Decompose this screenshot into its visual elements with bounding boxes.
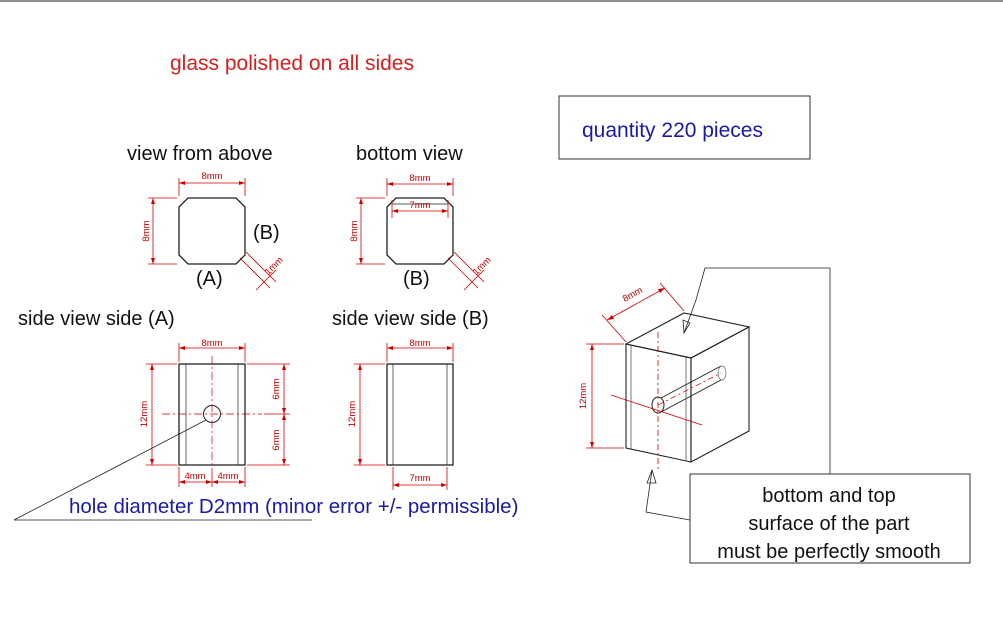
bottom-view-height-dim: 8mm [349, 220, 360, 241]
side-view-b-label: side view side (B) [332, 308, 489, 330]
surface-note-line-3: must be perfectly smooth [717, 541, 940, 563]
top-view-width-dim: 8mm [201, 171, 222, 182]
side-b-bottom-dim: 7mm [409, 473, 430, 484]
view-from-above-label: view from above [127, 143, 273, 165]
side-view-a-label: side view side (A) [18, 308, 175, 330]
top-view-label-b: (B) [253, 222, 280, 244]
side-b-height-dim: 12mm [347, 401, 358, 427]
iso-width-dim: 8mm [621, 285, 645, 305]
side-a-width-dim: 8mm [201, 338, 222, 349]
side-a-lower-dim: 6mm [271, 429, 282, 450]
side-a-right-offset-dim: 4mm [217, 471, 238, 482]
top-view-chamfer-dim: 1mm [263, 255, 286, 278]
side-a-left-offset-dim: 4mm [184, 471, 205, 482]
side-a-height-dim: 12mm [139, 401, 150, 427]
surface-note-box [689, 473, 971, 564]
top-view [148, 178, 277, 291]
iso-height-dim: 12mm [578, 383, 589, 409]
bottom-view-label: bottom view [356, 143, 463, 165]
side-view-b [354, 343, 454, 490]
bottom-view [356, 178, 485, 291]
side-a-upper-dim: 6mm [271, 378, 282, 399]
surface-note-line-2: surface of the part [748, 513, 910, 535]
bottom-view-width-dim: 8mm [409, 173, 430, 184]
quantity-box [558, 95, 811, 160]
side-view-a [13, 343, 312, 521]
bottom-view-label-b: (B) [403, 268, 430, 290]
surface-note-line-1: bottom and top [762, 485, 895, 507]
quantity-text: quantity 220 pieces [582, 119, 763, 142]
top-view-label-a: (A) [196, 268, 223, 290]
title-text: glass polished on all sides [170, 52, 414, 75]
side-b-width-dim: 8mm [409, 338, 430, 349]
isometric-view [586, 267, 831, 521]
top-view-height-dim: 8mm [141, 220, 152, 241]
bottom-view-chamfer-dim: 1mm [471, 255, 494, 278]
bottom-view-inner-dim: 7mm [409, 200, 430, 211]
hole-diameter-note: hole diameter D2mm (minor error +/- perm… [69, 495, 518, 518]
